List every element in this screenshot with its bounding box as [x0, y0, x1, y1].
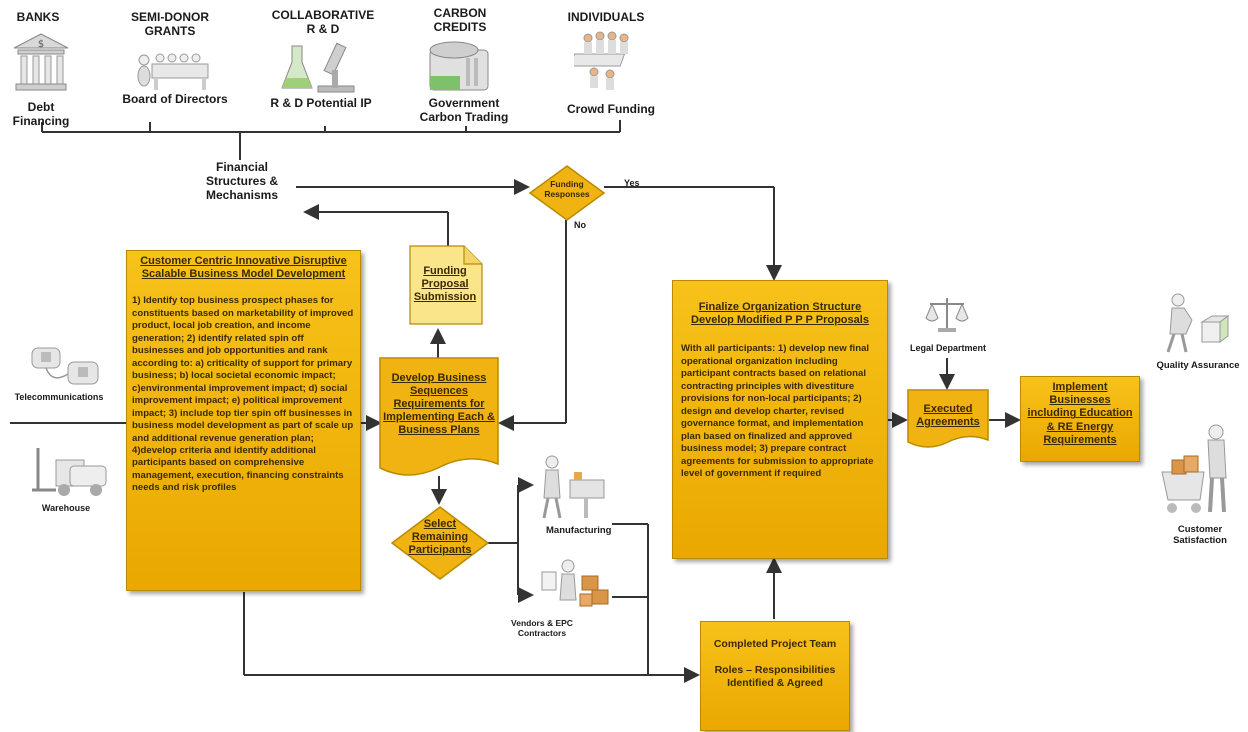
telephone-icon	[31, 347, 99, 385]
customer-centric-title: Customer Centric Innovative Disruptive S…	[140, 255, 347, 281]
legal-department-label: Legal Department	[909, 343, 987, 353]
vendors-label: Vendors & EPC Contractors	[511, 618, 573, 639]
develop-sequences-shape	[379, 357, 499, 476]
government-building-icon	[429, 41, 489, 91]
carbon-credits-header: CARBON CREDITS	[433, 6, 487, 35]
vendors-icon	[541, 559, 609, 607]
finalize-org-box: Finalize Organization Structure Develop …	[672, 280, 888, 559]
funding-responses-diamond	[528, 165, 606, 221]
implement-businesses-box: Implement Businesses including Education…	[1020, 376, 1140, 462]
finalize-org-body: With all participants: 1) develop new fi…	[681, 343, 874, 480]
select-participants-label: Select Remaining Participants	[408, 518, 472, 556]
completed-team-line2: Roles – Responsibilities Identified & Ag…	[714, 663, 836, 690]
government-carbon-trading-caption: Government Carbon Trading	[419, 96, 509, 125]
manufacturing-icon	[542, 455, 605, 519]
crowd-icon	[574, 31, 629, 90]
funding-responses-label: Funding Responses	[544, 179, 590, 200]
quality-assurance-label: Quality Assurance	[1156, 360, 1240, 371]
svg-text:$: $	[38, 39, 44, 50]
banks-header: BANKS	[16, 10, 60, 24]
no-label: No	[574, 220, 586, 230]
manufacturing-label: Manufacturing	[546, 525, 612, 536]
individuals-header: INDIVIDUALS	[567, 10, 645, 24]
executed-agreements-label: Executed Agreements	[916, 403, 980, 428]
funding-proposal-note	[409, 245, 483, 325]
quality-assurance-icon	[1166, 293, 1230, 353]
select-participants-diamond	[390, 506, 490, 580]
completed-team-line1: Completed Project Team	[713, 638, 837, 650]
warehouse-label: Warehouse	[41, 503, 91, 513]
finalize-org-title: Finalize Organization Structure Develop …	[691, 301, 869, 327]
scales-icon	[925, 298, 969, 332]
yes-label: Yes	[624, 178, 640, 188]
funding-proposal-label: Funding Proposal Submission	[413, 265, 477, 303]
bank-icon: $	[13, 33, 69, 91]
implement-businesses-label: Implement Businesses including Education…	[1027, 381, 1133, 446]
boardroom-icon	[137, 53, 209, 90]
develop-sequences-label: Develop Business Sequences Requirements …	[383, 372, 495, 436]
board-of-directors-caption: Board of Directors	[122, 92, 228, 106]
rd-potential-ip-caption: R & D Potential IP	[270, 96, 372, 110]
lab-flask-icon	[281, 42, 355, 93]
semi-donor-header: SEMI-DONOR GRANTS	[131, 10, 209, 39]
forklift-icon	[32, 448, 107, 496]
customer-centric-box: Customer Centric Innovative Disruptive S…	[126, 250, 361, 591]
financial-structures-label: Financial Structures & Mechanisms	[205, 160, 279, 203]
crowd-funding-caption: Crowd Funding	[567, 102, 655, 116]
completed-team-box: Completed Project Team Roles – Responsib…	[700, 621, 850, 731]
telecommunications-label: Telecommunications	[14, 392, 104, 402]
customer-centric-body: 1) Identify top business prospect phases…	[132, 295, 354, 494]
customer-satisfaction-label: Customer Satisfaction	[1173, 524, 1227, 547]
collaborative-rd-header: COLLABORATIVE R & D	[271, 8, 375, 37]
executed-agreements-shape	[907, 389, 989, 448]
customer-satisfaction-icon	[1161, 424, 1227, 513]
debt-financing-caption: Debt Financing	[12, 100, 70, 129]
